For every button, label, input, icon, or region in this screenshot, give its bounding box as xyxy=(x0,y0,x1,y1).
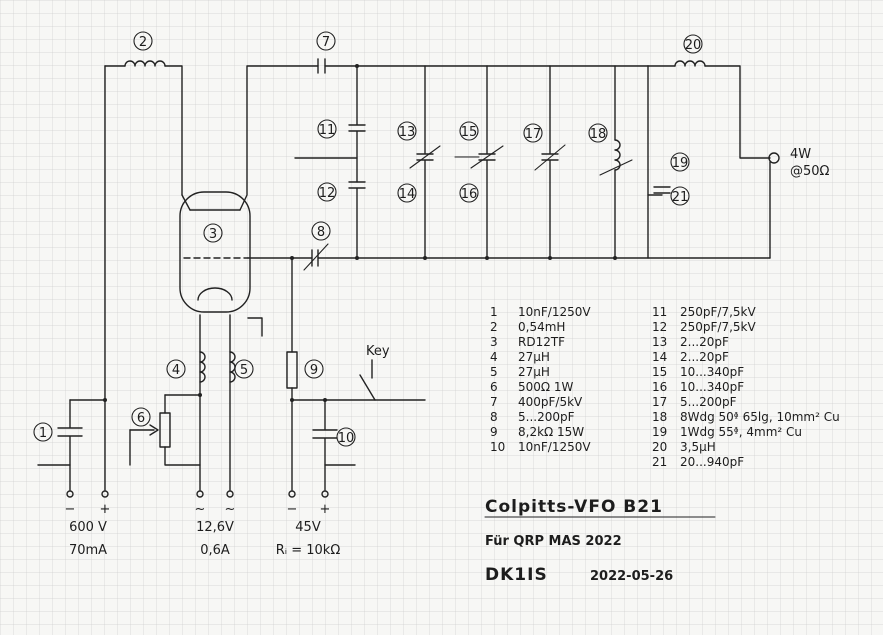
fil-tilde-2: ~ xyxy=(225,502,236,517)
hv-voltage: 600 V xyxy=(69,520,107,535)
marker-9: 9 xyxy=(310,363,318,378)
marker-17: 17 xyxy=(525,127,542,142)
parts-list-value: 2...20pF xyxy=(680,335,729,349)
parts-list-value: 8Wdg 50ᶲ 65lg, 10mm² Cu xyxy=(680,410,840,424)
marker-5: 5 xyxy=(240,363,248,378)
parts-list-value: 0,54mH xyxy=(518,320,565,334)
output-impedance-label: @50Ω xyxy=(790,164,830,179)
parts-list-number: 16 xyxy=(652,380,667,394)
parts-list-number: 12 xyxy=(652,320,667,334)
bias-minus: − xyxy=(287,502,298,517)
fil-tilde-1: ~ xyxy=(195,502,206,517)
bias-ri: Rᵢ = 10kΩ xyxy=(276,543,341,558)
marker-19: 19 xyxy=(672,156,689,171)
parts-list-value: 1Wdg 55ᶲ, 4mm² Cu xyxy=(680,425,802,439)
parts-list-value: 10nF/1250V xyxy=(518,305,591,319)
parts-list-value: 400pF/5kV xyxy=(518,395,583,409)
parts-list-number: 3 xyxy=(490,335,498,349)
hv-current: 70mA xyxy=(69,543,107,558)
marker-12: 12 xyxy=(319,186,336,201)
marker-8: 8 xyxy=(317,225,325,240)
marker-4: 4 xyxy=(172,363,180,378)
title-line-1: Colpitts-VFO B21 xyxy=(485,497,663,517)
parts-list-value: 8,2kΩ 15W xyxy=(518,425,584,439)
marker-20: 20 xyxy=(685,38,702,53)
parts-list-value: 5...200pF xyxy=(518,410,575,424)
marker-6: 6 xyxy=(137,411,145,426)
parts-list-number: 21 xyxy=(652,455,667,469)
parts-list-value: 500Ω 1W xyxy=(518,380,574,394)
marker-10: 10 xyxy=(338,431,355,446)
bias-plus: + xyxy=(320,502,331,517)
parts-list: 1 10nF/1250V 2 0,54mH 3 RD12TF 4 27μH 5 27μH 6 500Ω… xyxy=(490,305,840,469)
marker-15: 15 xyxy=(461,125,478,140)
parts-list-number: 13 xyxy=(652,335,667,349)
fil-voltage: 12,6V xyxy=(196,520,234,535)
marker-14: 14 xyxy=(399,187,416,202)
bias-voltage: 45V xyxy=(295,520,321,535)
tube-3 xyxy=(179,191,251,313)
title-line-2: Für QRP MAS 2022 xyxy=(485,534,622,549)
parts-list-number: 8 xyxy=(490,410,498,424)
parts-list-number: 4 xyxy=(490,350,498,364)
key-label: Key xyxy=(366,344,390,359)
marker-1: 1 xyxy=(39,426,47,441)
parts-list-value: 250pF/7,5kV xyxy=(680,320,757,334)
parts-list-number: 14 xyxy=(652,350,667,364)
marker-13: 13 xyxy=(399,125,416,140)
parts-list-value: 3,5μH xyxy=(680,440,716,454)
marker-21: 21 xyxy=(672,190,689,205)
parts-list-number: 17 xyxy=(652,395,667,409)
parts-list-number: 6 xyxy=(490,380,498,394)
parts-list-number: 19 xyxy=(652,425,667,439)
parts-list-value: 20...940pF xyxy=(680,455,744,469)
parts-list-value: 2...20pF xyxy=(680,350,729,364)
parts-list-value: 27μH xyxy=(518,365,550,379)
parts-list-number: 18 xyxy=(652,410,667,424)
parts-list-number: 2 xyxy=(490,320,498,334)
parts-list-value: 250pF/7,5kV xyxy=(680,305,757,319)
parts-list-value: 10nF/1250V xyxy=(518,440,591,454)
parts-list-value: 10...340pF xyxy=(680,365,744,379)
output-power-label: 4W xyxy=(790,147,811,162)
circuit-wires xyxy=(37,58,780,498)
parts-list-number: 10 xyxy=(490,440,505,454)
parts-list-value: 10...340pF xyxy=(680,380,744,394)
marker-16: 16 xyxy=(461,187,478,202)
parts-list-number: 9 xyxy=(490,425,498,439)
parts-list-number: 20 xyxy=(652,440,667,454)
supply-labels: − + 600 V 70mA ~ ~ 12,6V 0,6A − + 45V Rᵢ… xyxy=(65,502,341,558)
parts-list-number: 5 xyxy=(490,365,498,379)
parts-list-number: 7 xyxy=(490,395,498,409)
marker-3: 3 xyxy=(209,227,217,242)
parts-list-number: 11 xyxy=(652,305,667,319)
parts-list-number: 15 xyxy=(652,365,667,379)
parts-list-number: 1 xyxy=(490,305,498,319)
parts-list-value: RD12TF xyxy=(518,335,565,349)
marker-2: 2 xyxy=(139,35,147,50)
hv-minus: − xyxy=(65,502,76,517)
parts-list-value: 5...200pF xyxy=(680,395,737,409)
marker-7: 7 xyxy=(322,35,330,50)
component-markers: 1 2 3 4 5 6 7 8 9 10 11 12 13 14 15 16 1… xyxy=(33,31,703,447)
callsign: DK1IS xyxy=(485,565,548,585)
parts-list-value: 27μH xyxy=(518,350,550,364)
date: 2022-05-26 xyxy=(590,569,673,584)
fil-current: 0,6A xyxy=(200,543,230,558)
marker-18: 18 xyxy=(590,127,607,142)
marker-11: 11 xyxy=(319,123,336,138)
hv-plus: + xyxy=(100,502,111,517)
